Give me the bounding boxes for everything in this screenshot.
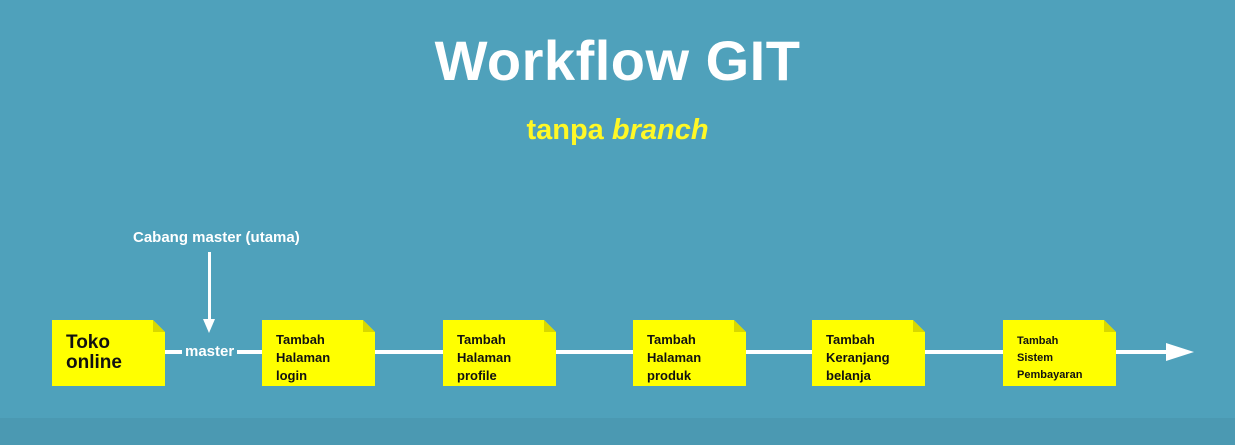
commit-node-label: Tambah Halaman profile <box>457 332 512 383</box>
commit-node-keranjang: Tambah Keranjang belanja <box>812 320 925 386</box>
subtitle-emphasis: branch <box>611 114 709 146</box>
subtitle-prefix: tanpa <box>526 114 612 146</box>
commit-node-toko-online: Toko online <box>52 320 165 386</box>
commit-node-produk: Tambah Halaman produk <box>633 320 746 386</box>
commit-node-label: Tambah Halaman login <box>276 332 331 383</box>
commit-node-login: Tambah Halaman login <box>262 320 375 386</box>
commit-node-pembayaran: Tambah Sistem Pembayaran <box>1003 320 1116 386</box>
branch-label-master: master <box>182 342 238 362</box>
pointer-arrow-shaft <box>208 252 211 322</box>
diagram-subtitle: tanpa branch <box>0 112 1235 148</box>
master-branch-arrow-head <box>1166 343 1194 361</box>
commit-node-label: Tambah Keranjang belanja <box>826 332 890 383</box>
diagram-title: Workflow GIT <box>434 29 801 92</box>
commit-node-profile: Tambah Halaman profile <box>443 320 556 386</box>
pointer-arrow-head <box>203 319 215 333</box>
commit-node-label: Toko online <box>66 332 122 373</box>
bottom-strip <box>0 418 1235 445</box>
commit-node-label: Tambah Halaman produk <box>647 332 702 383</box>
pointer-label: Cabang master (utama) <box>133 229 300 246</box>
commit-node-label: Tambah Sistem Pembayaran <box>1017 335 1083 381</box>
